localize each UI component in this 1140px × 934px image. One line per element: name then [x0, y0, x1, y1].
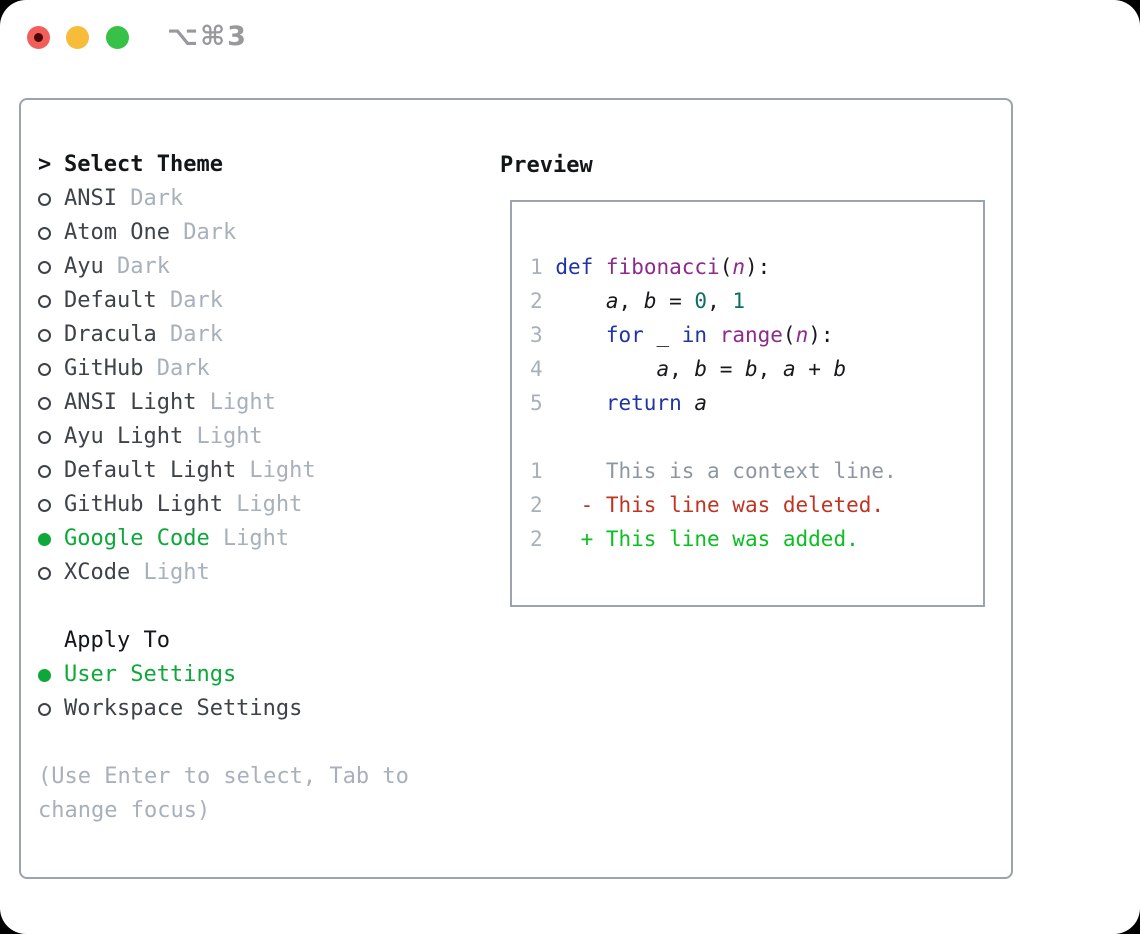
minimize-button[interactable] [66, 26, 89, 49]
theme-variant: Light [249, 458, 316, 483]
radio-icon [38, 294, 51, 308]
theme-option-google-code[interactable]: Google Code Light [38, 522, 409, 556]
radio-icon [38, 498, 51, 512]
line-number: 1 [530, 459, 543, 483]
radio-icon [38, 226, 51, 240]
theme-name: Atom One [64, 220, 170, 245]
theme-option-ansi-light[interactable]: ANSI Light Light [38, 386, 409, 420]
code-line: 2 a, b = 0, 1 [530, 289, 746, 313]
theme-variant: Light [236, 492, 303, 517]
line-number: 1 [530, 255, 543, 279]
apply-option-workspace-settings[interactable]: Workspace Settings [38, 692, 409, 726]
theme-option-dracula[interactable]: Dracula Dark [38, 318, 409, 352]
theme-name: ANSI [64, 186, 117, 211]
code-line: 1 def fibonacci(n): [530, 255, 771, 279]
code-line: 3 for _ in range(n): [530, 323, 834, 347]
theme-name: Ayu [64, 254, 104, 279]
zoom-button[interactable] [106, 26, 129, 49]
cursor-arrow-icon: > [38, 152, 52, 177]
theme-option-ansi[interactable]: ANSI Dark [38, 182, 409, 216]
line-number: 2 [530, 493, 543, 517]
theme-variant: Light [222, 526, 290, 551]
theme-variant: Light [143, 560, 210, 585]
radio-icon [38, 328, 51, 342]
radio-icon [38, 702, 51, 716]
apply-option-label: User Settings [64, 662, 237, 687]
line-number: 3 [530, 323, 543, 347]
theme-name: GitHub Light [64, 492, 223, 517]
line-number: 5 [530, 391, 543, 415]
help-text-line-1: (Use Enter to select, Tab to [38, 764, 409, 789]
theme-option-default-light[interactable]: Default Light Light [38, 454, 409, 488]
close-button[interactable] [27, 26, 50, 49]
theme-name: Default [64, 288, 157, 313]
spacer [38, 726, 409, 760]
theme-variant: Dark [183, 220, 237, 245]
apply-option-label: Workspace Settings [64, 696, 303, 721]
preview-title: Preview [500, 152, 593, 178]
theme-name: Ayu Light [64, 424, 184, 449]
radio-icon [38, 566, 51, 580]
diff-line-context: 1 This is a context line. [530, 459, 897, 483]
apply-to-title: Apply To [64, 628, 170, 653]
theme-variant: Light [209, 390, 276, 415]
preview-box: 1 def fibonacci(n): 2 a, b = 0, 1 3 for _ … [510, 200, 985, 607]
apply-option-user-settings[interactable]: User Settings [38, 658, 409, 692]
radio-icon [38, 260, 51, 274]
theme-name: ANSI Light [64, 390, 197, 415]
theme-variant: Dark [130, 186, 184, 211]
diff-line-added: 2 + This line was added. [530, 527, 859, 551]
theme-name: Dracula [64, 322, 157, 347]
radio-icon [38, 192, 51, 206]
radio-icon [38, 430, 51, 444]
radio-icon [38, 362, 51, 376]
theme-option-github[interactable]: GitHub Dark [38, 352, 409, 386]
theme-name: GitHub [64, 356, 144, 381]
theme-option-github-light[interactable]: GitHub Light Light [38, 488, 409, 522]
select-theme-header: > Select Theme [38, 148, 409, 182]
spacer [38, 590, 409, 624]
theme-variant: Dark [156, 356, 210, 381]
line-number: 2 [530, 289, 543, 313]
theme-option-atom-one[interactable]: Atom One Dark [38, 216, 409, 250]
theme-name: XCode [64, 560, 131, 585]
theme-variant: Light [196, 424, 263, 449]
theme-option-ayu-light[interactable]: Ayu Light Light [38, 420, 409, 454]
radio-icon [38, 464, 51, 478]
line-number: 4 [530, 357, 543, 381]
theme-option-ayu[interactable]: Ayu Dark [38, 250, 409, 284]
select-theme-title: Select Theme [64, 152, 223, 177]
theme-name: Google Code [64, 526, 210, 551]
radio-selected-icon [38, 668, 51, 682]
theme-option-xcode[interactable]: XCode Light [38, 556, 409, 590]
theme-variant: Dark [169, 322, 223, 347]
preview-code: 1 def fibonacci(n): 2 a, b = 0, 1 3 for _ … [530, 250, 897, 556]
radio-selected-icon [38, 532, 51, 546]
code-line: 5 return a [530, 391, 708, 415]
help-text-line-2: change focus) [38, 798, 211, 823]
line-number: 2 [530, 527, 543, 551]
theme-variant: Dark [116, 254, 170, 279]
window-title: ⌥⌘3 [167, 21, 248, 52]
diff-line-deleted: 2 - This line was deleted. [530, 493, 885, 517]
apply-to-header: Apply To [38, 624, 409, 658]
theme-variant: Dark [169, 288, 223, 313]
blank-line [530, 420, 897, 454]
code-line: 4 a, b = b, a + b [530, 357, 847, 381]
theme-name: Default Light [64, 458, 237, 483]
theme-option-default[interactable]: Default Dark [38, 284, 409, 318]
radio-icon [38, 396, 51, 410]
